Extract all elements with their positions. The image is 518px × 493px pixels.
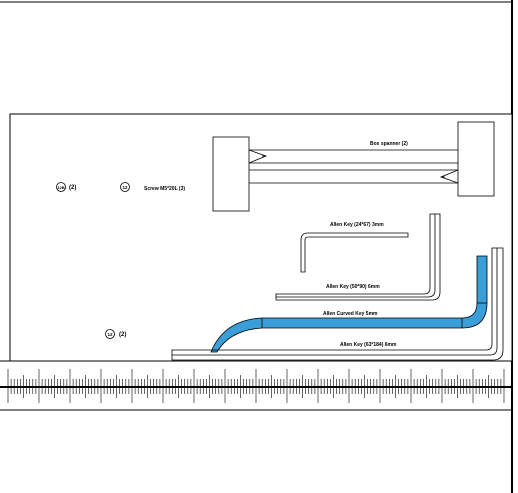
allen-key-small-drawing <box>300 232 409 273</box>
allen-curved-key-drawing <box>210 255 488 353</box>
allen-curved-key-label: Allen Curved Key 5mm <box>323 311 378 317</box>
allen-key-large-label: Allen Key (63*184) 6mm <box>340 342 397 348</box>
box-spanner-drawing <box>212 121 495 212</box>
svg-text:12B: 12B <box>57 185 64 190</box>
measuring-ruler <box>0 360 512 411</box>
allen-key-medium-label: Allen Key (50*90) 6mm <box>326 284 380 290</box>
bracket-a-icon: 12B <box>56 182 66 192</box>
svg-text:12: 12 <box>122 185 128 190</box>
screw-icon: 12 <box>120 182 130 192</box>
svg-text:12: 12 <box>107 332 113 337</box>
bracket-b-icon: 12 <box>105 329 115 339</box>
bracket-a-qty: (2) <box>69 185 76 191</box>
allen-key-small-label: Allen Key (24*67) 3mm <box>330 222 384 228</box>
screw-label: Screw M5*20L (3) <box>144 186 185 192</box>
bracket-b-qty: (2) <box>119 332 126 338</box>
box-spanner-label: Box spanner (2) <box>370 141 408 147</box>
allen-key-medium-drawing <box>275 213 441 301</box>
allen-key-large-drawing <box>171 247 504 361</box>
